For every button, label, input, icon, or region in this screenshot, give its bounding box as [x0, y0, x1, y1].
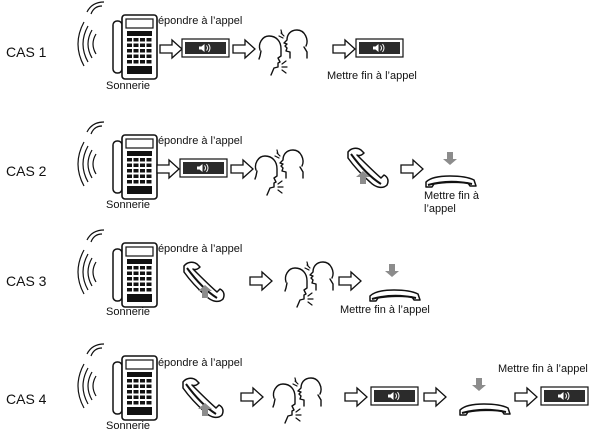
end-call-label: Mettre fin à l’appel [327, 70, 417, 82]
ringing-label: Sonnerie [106, 420, 151, 432]
right-arrow-icon [240, 387, 264, 407]
case-label: CAS 3 [6, 273, 47, 289]
ringing-label: Sonnerie [106, 80, 151, 92]
answer-call-label: Répondre à l’appel [150, 15, 243, 27]
right-arrow-icon [423, 387, 447, 407]
right-arrow-icon [344, 387, 368, 407]
talking-heads-icon [284, 261, 334, 308]
right-arrow-icon [400, 159, 424, 179]
speaker-button-icon [355, 38, 404, 58]
end-call-label-line-2: l’appel [424, 203, 456, 215]
desk-phone-icon [112, 242, 158, 308]
right-arrow-icon [230, 159, 254, 179]
case-3-flow [77, 229, 421, 308]
case-1-flow [77, 1, 404, 80]
speaker-button-icon [179, 158, 228, 178]
case-label: CAS 1 [6, 44, 47, 60]
talking-heads-icon [254, 149, 304, 196]
speaker-button-icon [370, 386, 419, 406]
handset-hangup-icon [459, 403, 511, 416]
case-label: CAS 2 [6, 163, 47, 179]
speaker-button-icon [540, 386, 589, 406]
handset-lift-icon [347, 147, 389, 189]
ring-waves-icon [77, 1, 105, 67]
case-2-flow [77, 121, 477, 200]
handset-hangup-icon [425, 175, 477, 188]
ring-waves-icon [77, 121, 105, 187]
ringing-label: Sonnerie [106, 306, 151, 318]
answer-call-label: Répondre à l’appel [150, 357, 243, 369]
speaker-button-icon [181, 38, 230, 58]
right-arrow-icon [338, 271, 362, 291]
right-arrow-icon [159, 39, 183, 59]
ringing-label: Sonnerie [106, 199, 151, 211]
right-arrow-icon [332, 39, 356, 59]
end-call-label: Mettre fin à l’appel [340, 304, 430, 316]
talking-heads-icon [272, 377, 322, 424]
case-label: CAS 4 [6, 391, 47, 407]
down-arrow-icon [472, 378, 486, 391]
desk-phone-icon [112, 134, 158, 200]
ring-waves-icon [77, 229, 105, 295]
answer-call-label: Répondre à l’appel [150, 135, 243, 147]
right-arrow-icon [232, 39, 256, 59]
right-arrow-icon [514, 387, 538, 407]
end-call-label-line-1: Mettre fin à [424, 190, 480, 202]
desk-phone-icon [112, 14, 158, 80]
handset-hangup-icon [369, 289, 421, 302]
down-arrow-icon [385, 264, 399, 277]
down-arrow-icon [443, 152, 457, 165]
right-arrow-icon [156, 159, 180, 179]
end-call-label: Mettre fin à l’appel [498, 363, 588, 375]
right-arrow-icon [249, 271, 273, 291]
desk-phone-icon [112, 355, 158, 421]
talking-heads-icon [258, 29, 308, 76]
ring-waves-icon [77, 343, 105, 409]
answer-call-label: Répondre à l’appel [150, 243, 243, 255]
case-4-flow [77, 343, 589, 424]
